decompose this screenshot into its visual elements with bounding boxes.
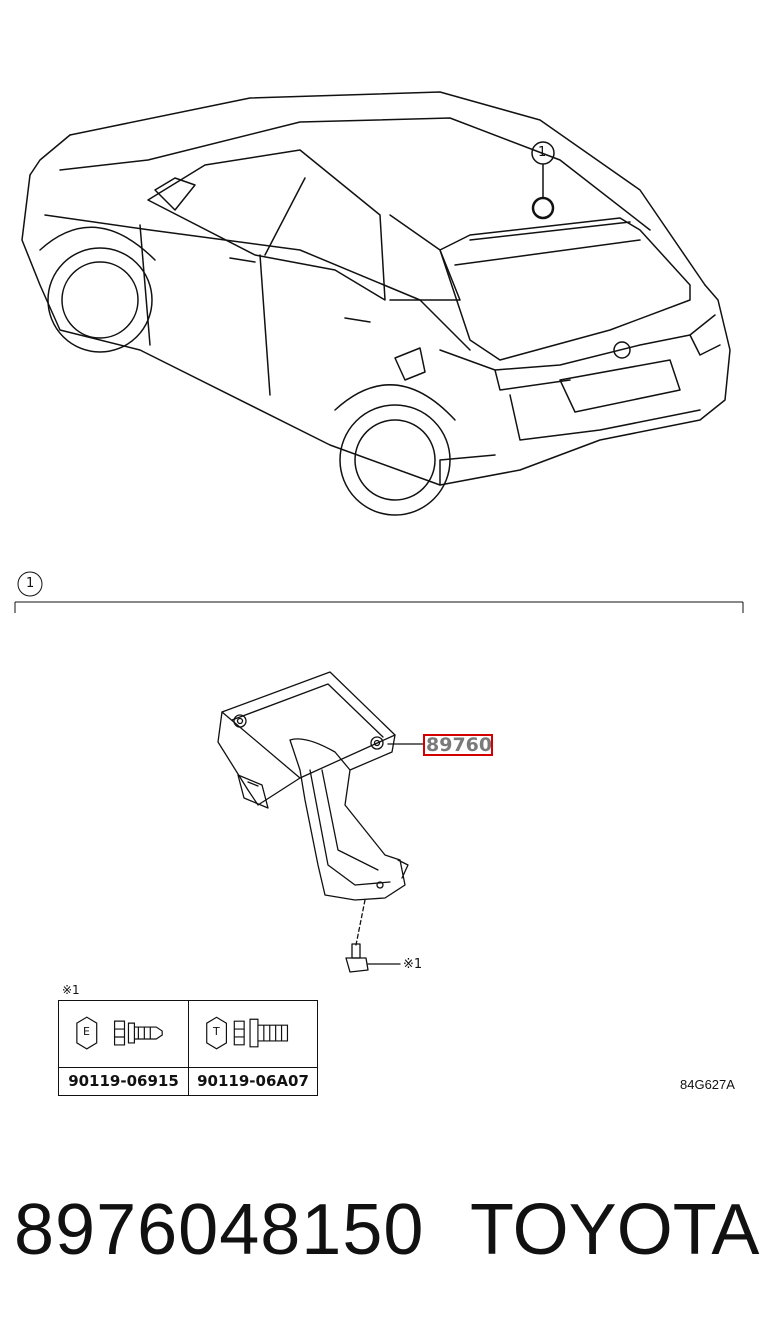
section-callout-number: 1: [26, 576, 35, 591]
fastener-letter: E: [83, 1025, 90, 1038]
fastener-letter: T: [213, 1025, 220, 1038]
caption-brand: TOYOTA: [470, 1190, 760, 1270]
fastener-cell-1: E 90119-06915: [59, 1001, 188, 1095]
sensor-assembly-drawing: [217, 671, 424, 973]
fastener-table-note: ※1: [62, 983, 80, 997]
caption-part-number: 8976048150: [14, 1190, 425, 1270]
location-callout-number: 1: [538, 145, 547, 160]
fastener-part-number[interactable]: 90119-06915: [59, 1067, 188, 1095]
fastener-part-number[interactable]: 90119-06A07: [189, 1067, 317, 1095]
bolt-hex-icon: [206, 1016, 289, 1050]
section-bracket: [14, 571, 744, 613]
drawing-code: 84G627A: [680, 1077, 735, 1092]
part-number-label[interactable]: 89760C: [423, 734, 493, 756]
fastener-table: E 90119-06915 T 90119-06A07: [58, 1000, 318, 1096]
bolt-hex-icon: [76, 1016, 163, 1050]
fastener-cell-2: T 90119-06A07: [188, 1001, 317, 1095]
vehicle-illustration: [21, 91, 731, 516]
bolt-reference-mark: ※1: [403, 957, 423, 972]
